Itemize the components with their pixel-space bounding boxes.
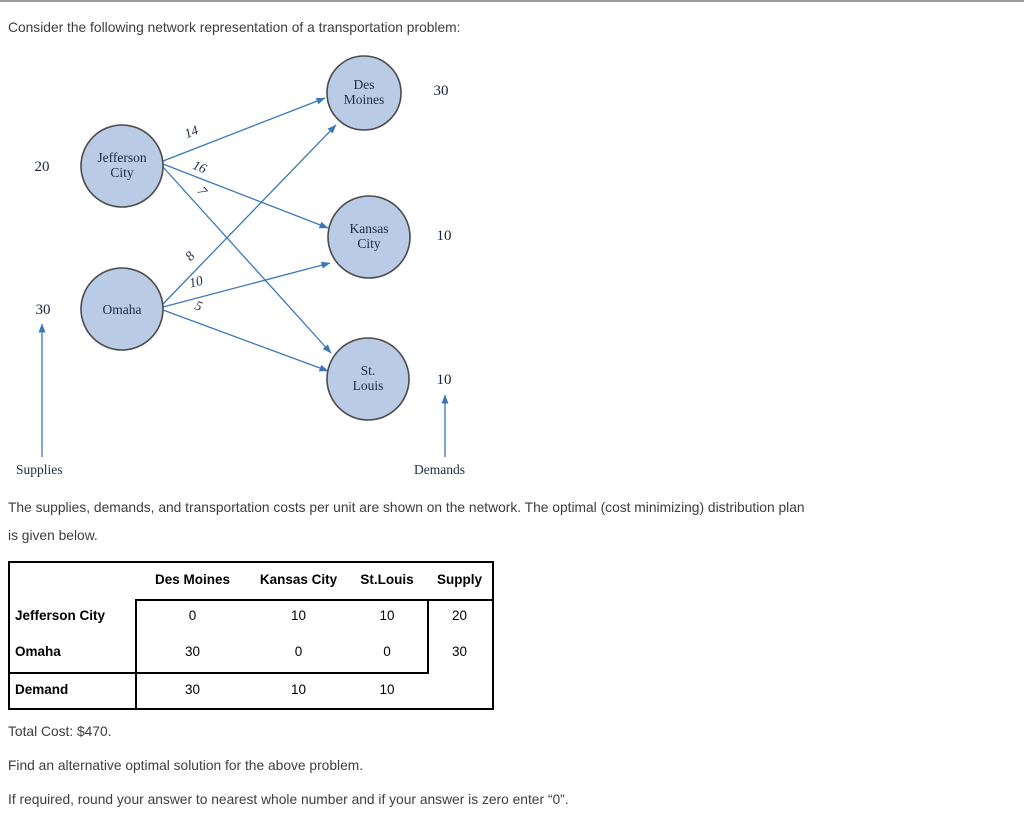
- cell-jefferson-city-st-louis: 10: [379, 608, 395, 623]
- des-moines-circle: [326, 55, 402, 131]
- node-des-moines: Des Moines: [326, 55, 402, 131]
- description-line2: is given below.: [8, 528, 98, 543]
- node-jefferson-city: Jefferson City: [80, 124, 164, 208]
- cell-omaha-st-louis: 0: [383, 644, 391, 659]
- table-label-divider: [135, 599, 137, 708]
- row-label-demand: Demand: [15, 682, 69, 697]
- cost-label-omaha-kansas-city: 10: [188, 273, 205, 291]
- col-header-kansas-city: Kansas City: [259, 572, 338, 587]
- node-omaha: Omaha: [80, 267, 164, 351]
- demand-value-des-moines: 30: [434, 83, 449, 99]
- supply-value-omaha: 30: [36, 302, 51, 318]
- transportation-network-diagram: 14 16 7 8 10 5 Jefferson City Omaha Des …: [16, 55, 465, 477]
- description-line1: The supplies, demands, and transportatio…: [8, 500, 805, 515]
- cell-omaha-kansas-city: 0: [294, 644, 303, 659]
- kansas-city-circle: [327, 195, 411, 279]
- st-louis-circle: [326, 337, 410, 421]
- cost-label-jefferson-city-st-louis: 7: [195, 183, 212, 199]
- supply-value-jefferson-city: 20: [35, 159, 50, 175]
- omaha-circle: [80, 267, 164, 351]
- col-header-st-louis: St.Louis: [360, 572, 414, 587]
- row-label-omaha: Omaha: [15, 644, 61, 659]
- optimal-plan-table: Des Moines Kansas City St.Louis Supply J…: [8, 561, 494, 710]
- arc-omaha-des-moines: [162, 124, 337, 305]
- node-st-louis: St. Louis: [326, 337, 410, 421]
- cell-omaha-supply: 30: [451, 644, 468, 659]
- arc-omaha-kansas-city: [162, 261, 331, 308]
- row-label-jefferson-city: Jefferson City: [15, 608, 106, 623]
- des-moines-label-line2: Moines: [344, 92, 385, 107]
- col-header-supply: Supply: [436, 572, 482, 587]
- node-kansas-city: Kansas City: [327, 195, 411, 279]
- cell-demand-kansas-city: 10: [290, 682, 307, 697]
- cell-omaha-des-moines: 30: [184, 644, 201, 659]
- demands-axis-label: Demands: [414, 462, 465, 477]
- st-louis-label-line2: Louis: [353, 378, 384, 393]
- cell-demand-des-moines: 30: [184, 682, 201, 697]
- des-moines-label-line1: Des: [354, 77, 375, 92]
- table-demand-divider: [10, 672, 429, 674]
- table-supply-divider: [427, 599, 429, 674]
- cost-label-jefferson-city-kansas-city: 16: [191, 157, 209, 176]
- cost-label-omaha-st-louis: 5: [193, 298, 205, 315]
- arc-jefferson-city-st-louis: [162, 166, 332, 354]
- rounding-note-text: If required, round your answer to neares…: [8, 792, 569, 807]
- cost-label-omaha-des-moines: 8: [182, 248, 198, 263]
- kansas-city-label-line2: City: [357, 236, 381, 251]
- jefferson-city-circle: [80, 124, 164, 208]
- table-header-divider: [135, 599, 492, 601]
- cell-demand-st-louis: 10: [379, 682, 395, 697]
- intro-text: Consider the following network represent…: [8, 20, 461, 35]
- cell-jefferson-city-kansas-city: 10: [290, 608, 307, 623]
- cell-jefferson-city-supply: 20: [451, 608, 468, 623]
- cell-jefferson-city-des-moines: 0: [188, 608, 197, 623]
- demand-value-kansas-city: 10: [437, 228, 452, 244]
- supplies-axis-label: Supplies: [16, 462, 63, 477]
- st-louis-label-line1: St.: [361, 363, 376, 378]
- cost-label-jefferson-city-des-moines: 14: [182, 122, 200, 141]
- jefferson-city-label-line2: City: [110, 165, 134, 180]
- jefferson-city-label-line1: Jefferson: [97, 150, 146, 165]
- omaha-label: Omaha: [103, 302, 142, 317]
- arc-omaha-st-louis: [162, 309, 329, 372]
- col-header-des-moines: Des Moines: [154, 572, 231, 587]
- kansas-city-label-line1: Kansas: [350, 221, 389, 236]
- total-cost-text: Total Cost: $470.: [8, 724, 112, 739]
- demand-value-st-louis: 10: [437, 372, 452, 388]
- cell-demand-supply: [427, 682, 492, 700]
- arc-jefferson-city-des-moines: [162, 97, 326, 162]
- task-text: Find an alternative optimal solution for…: [8, 758, 364, 773]
- arc-jefferson-city-kansas-city: [162, 163, 329, 229]
